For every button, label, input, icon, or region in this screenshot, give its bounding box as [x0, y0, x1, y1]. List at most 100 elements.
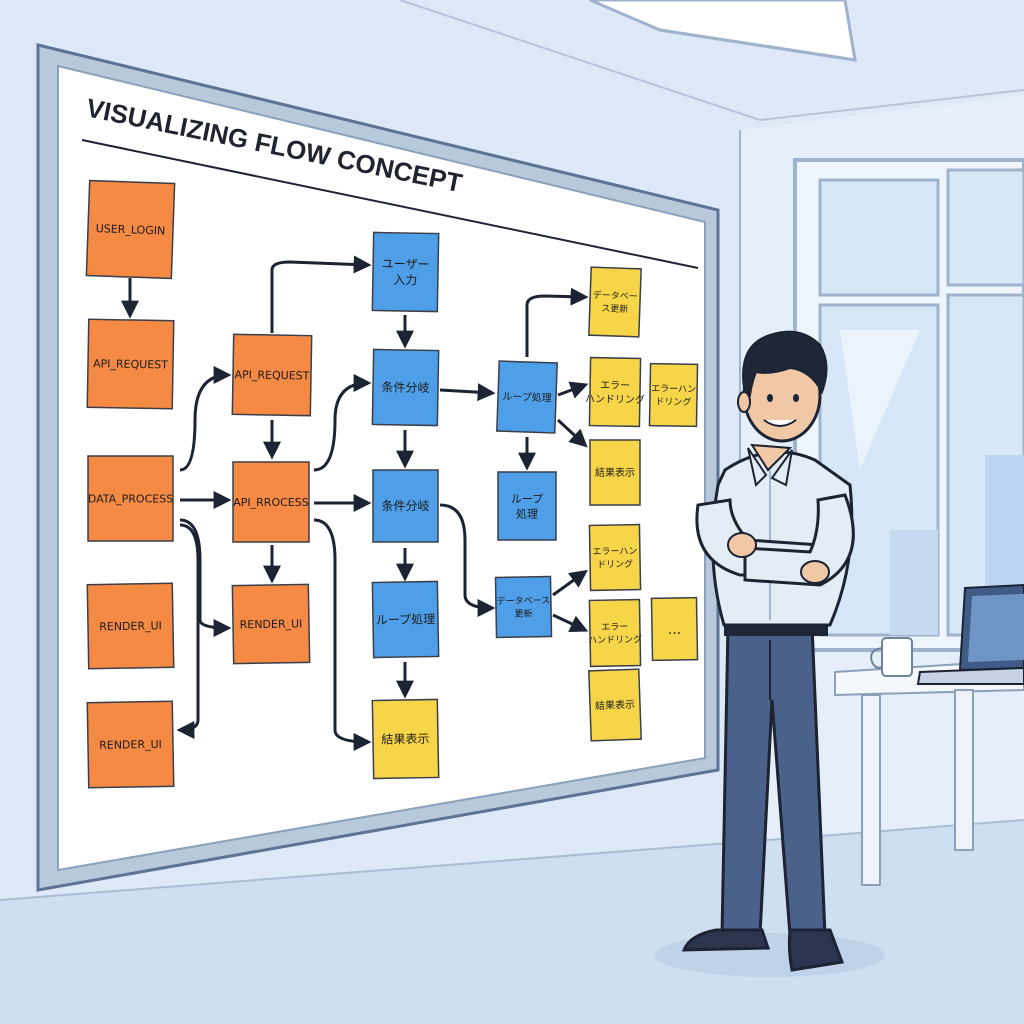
sticky-note-paper — [650, 596, 699, 662]
sticky-note-label: エラーハン — [651, 383, 696, 395]
sticky-note-paper — [85, 179, 176, 280]
flow-arrow — [439, 503, 496, 617]
flow-arrow — [552, 569, 588, 597]
sticky-note: RENDER_UI — [231, 583, 311, 665]
ceiling-light-icon — [589, 0, 857, 62]
sticky-note-paper — [589, 439, 641, 506]
sticky-note-label: 条件分岐 — [381, 380, 429, 395]
flow-arrow — [439, 383, 496, 402]
sticky-note-label: API_REQUEST — [93, 357, 168, 371]
sticky-note: ... — [650, 596, 699, 662]
sticky-note-paper — [371, 348, 440, 427]
sticky-note: ループ処理 — [496, 360, 558, 434]
sticky-note-label: データベー — [593, 289, 638, 303]
sticky-note: 条件分岐 — [372, 469, 439, 543]
sticky-note: USER_LOGIN — [85, 179, 176, 280]
sticky-note: 結果表示 — [589, 439, 641, 506]
sticky-note-label: 入力 — [393, 273, 417, 287]
sticky-note-label: ループ処理 — [376, 612, 436, 627]
flow-arrow — [179, 518, 232, 637]
sticky-note: 結果表示 — [588, 668, 642, 742]
sticky-note-label: ... — [668, 622, 682, 638]
sticky-note-paper — [86, 318, 175, 410]
man-standing-arms-crossed — [655, 330, 885, 977]
sticky-note-label: データベース — [497, 594, 551, 607]
sticky-note-label: 結果表示 — [595, 698, 635, 712]
flow-arrow — [176, 523, 200, 739]
sticky-note-label: 結果表示 — [381, 732, 429, 747]
sticky-note: API_REQUEST — [86, 318, 175, 410]
sticky-note: ループ処理 — [371, 580, 440, 659]
sticky-note-paper — [86, 700, 175, 789]
sticky-note-label: API_RROCESS — [233, 496, 308, 509]
sticky-notes: USER_LOGIN API_REQUEST DATA_PROCESS RENDER_… — [85, 179, 699, 789]
sticky-note-label: ドリング — [655, 395, 691, 408]
sticky-note-label: エラーハン — [592, 546, 637, 558]
sticky-note-label: ドリング — [597, 558, 633, 571]
flow-arrows — [121, 255, 589, 751]
sticky-note-paper — [588, 668, 642, 742]
sticky-note-label: 結果表示 — [595, 466, 635, 479]
sticky-note-label: RENDER_UI — [99, 738, 162, 752]
flow-arrow — [179, 366, 232, 472]
sticky-note-label: ユーザー — [382, 257, 430, 272]
laptop-icon — [916, 583, 1024, 685]
sticky-note-label: エラー — [600, 379, 630, 392]
sticky-note: DATA_PROCESS — [87, 455, 174, 542]
sticky-note-label: 処理 — [516, 507, 538, 520]
sticky-note-paper — [371, 231, 440, 313]
sticky-note-paper — [86, 582, 175, 670]
sticky-note-label: 更新 — [515, 607, 533, 619]
sticky-note-paper — [371, 698, 440, 780]
sticky-note-label: ハンドリング — [585, 392, 645, 406]
sticky-note-label: 条件分岐 — [381, 499, 429, 513]
sticky-note-paper — [371, 580, 440, 659]
sticky-note-label: USER_LOGIN — [96, 222, 166, 237]
sticky-note-paper — [231, 583, 311, 665]
sticky-note-paper — [496, 360, 558, 434]
flow-arrow — [552, 613, 589, 633]
sticky-note: RENDER_UI — [86, 700, 175, 789]
sticky-note-paper — [231, 333, 313, 417]
sticky-note-paper — [588, 356, 642, 428]
sticky-note-paper — [588, 266, 642, 338]
sticky-note: API_RROCESS — [232, 461, 310, 543]
sticky-note-label: ハンドリング — [588, 633, 642, 646]
sticky-note-label: ループ — [511, 492, 543, 505]
sticky-note: 結果表示 — [371, 698, 440, 780]
title-underline — [81, 139, 699, 269]
sticky-note-paper — [372, 469, 439, 543]
flow-arrow — [556, 418, 588, 448]
sticky-note-label: エラー — [601, 621, 628, 632]
sticky-note: 条件分岐 — [371, 348, 440, 427]
sticky-note-label: RENDER_UI — [99, 619, 162, 633]
sticky-note-paper — [232, 461, 310, 543]
flow-arrow — [557, 381, 589, 399]
sticky-note-label: ス更新 — [601, 302, 628, 315]
whiteboard — [36, 43, 720, 892]
sticky-note-paper — [497, 471, 557, 541]
flow-arrow — [270, 255, 372, 333]
sticky-note-paper — [648, 362, 699, 428]
sticky-note: RENDER_UI — [86, 582, 175, 670]
sticky-note-label: RENDER_UI — [240, 617, 303, 631]
sticky-note-label: ループ処理 — [502, 390, 552, 405]
sticky-note-label: DATA_PROCESS — [88, 492, 173, 505]
sticky-note-paper — [588, 523, 642, 592]
flow-arrow — [313, 518, 372, 751]
sticky-note: ループ処理 — [497, 471, 557, 541]
sticky-note-paper — [494, 575, 553, 639]
sticky-note: API_REQUEST — [231, 333, 313, 417]
sticky-note-label: API_REQUEST — [234, 368, 309, 382]
flow-arrow — [525, 287, 589, 357]
sticky-note-paper — [588, 598, 642, 668]
